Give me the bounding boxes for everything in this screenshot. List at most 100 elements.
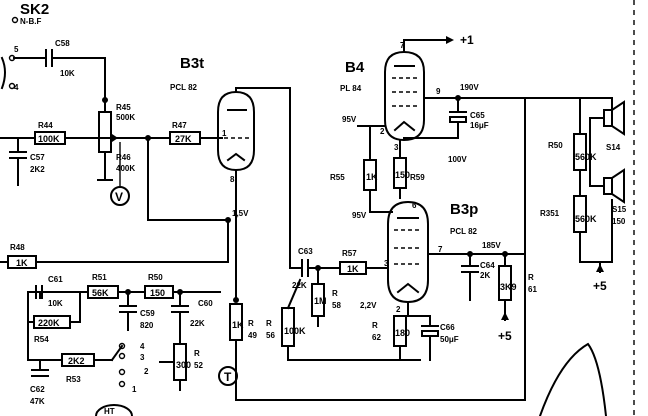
r46-name: R46 xyxy=(116,153,131,162)
r61-value: 3K9 xyxy=(500,282,517,292)
junction-dot xyxy=(233,297,239,303)
c60-name: C60 xyxy=(198,299,213,308)
resistor-r55: 95V 1K R55 xyxy=(330,115,386,213)
r50a-name: R50 xyxy=(148,273,163,282)
capacitor-c57: C57 2K2 xyxy=(9,137,45,186)
r61-name: R xyxy=(528,273,534,282)
c57-value: 2K2 xyxy=(30,165,45,174)
resistor-r54: 220K R54 xyxy=(27,291,81,344)
r57-name: R57 xyxy=(342,249,357,258)
arrow-head xyxy=(596,264,604,272)
marker-v: V xyxy=(110,142,130,206)
r51-name: R51 xyxy=(92,273,107,282)
speaker-s14: S14 xyxy=(603,97,625,152)
b3p-pin2: 2 xyxy=(396,305,401,314)
speaker-s14-magnet xyxy=(603,109,613,127)
capacitor-c60: C60 22K xyxy=(171,291,213,341)
voltage-95v-a: 95V xyxy=(342,115,357,124)
b4-pin3: 3 xyxy=(394,143,399,152)
marker-v-label: V xyxy=(115,190,123,204)
b3p-envelope xyxy=(387,200,429,304)
speaker-s15-ohms: 150 xyxy=(612,217,626,226)
r351-value: 560K xyxy=(575,214,597,224)
sk2-pin4-terminal xyxy=(8,82,16,90)
r52-num: 52 xyxy=(194,361,203,370)
r58-num: 58 xyxy=(332,301,341,310)
switch-label-4: 4 xyxy=(140,342,145,351)
voltage-190v: 190V xyxy=(460,83,479,92)
b3p-cathode xyxy=(396,282,420,294)
r56-name: R xyxy=(266,319,272,328)
c62-value: 47K xyxy=(30,397,45,406)
r50a-body xyxy=(144,285,174,299)
resistor-r62: 180 R 62 xyxy=(372,301,431,361)
marker-ht-label: HT xyxy=(104,407,115,416)
r52-name: R xyxy=(194,349,200,358)
selector-switch: 4 3 2 1 xyxy=(110,342,149,394)
b3p-type: PCL 82 xyxy=(450,227,478,236)
b3t-name: B3t xyxy=(180,55,204,72)
resistor-r52: 300 R 52 xyxy=(159,339,203,391)
c59-value: 820 xyxy=(140,321,154,330)
r50b-name: R50 xyxy=(548,141,563,150)
r45-value: 500K xyxy=(116,113,135,122)
tube-b3t: B3t PCL 82 1 8 1,5V xyxy=(170,55,291,301)
b4-pin2: 2 xyxy=(380,127,385,136)
c63-value: 22K xyxy=(292,281,307,290)
b3t-type: PCL 82 xyxy=(170,83,198,92)
switch-lever xyxy=(110,344,124,362)
resistor-r61: 3K9 R 61 +5 xyxy=(498,251,537,343)
capacitor-c64: C64 2K xyxy=(461,251,495,301)
b4-type: PL 84 xyxy=(340,84,362,93)
sk2-label: SK2 xyxy=(20,1,49,18)
r54-name: R54 xyxy=(34,335,49,344)
switch-label-2: 2 xyxy=(144,367,149,376)
b4-cathode xyxy=(393,120,416,132)
r48-value: 1K xyxy=(16,258,28,268)
switch-contact-2 xyxy=(118,368,126,376)
marker-ht-circle xyxy=(95,404,133,416)
r58-value: 1M xyxy=(314,296,327,306)
r47-value: 27K xyxy=(175,134,192,144)
r44-name: R44 xyxy=(38,121,53,130)
capacitor-c66: C66 50μF xyxy=(421,315,459,361)
r62-num: 62 xyxy=(372,333,381,342)
sk2-pin4: 4 xyxy=(14,83,19,92)
r49-num: 49 xyxy=(248,331,257,340)
r53-value: 2K2 xyxy=(68,356,85,366)
c66-value: 50μF xyxy=(440,335,459,344)
switch-label-3: 3 xyxy=(140,353,145,362)
r351-name: R351 xyxy=(540,209,560,218)
capacitor-c59: C59 820 xyxy=(119,291,155,331)
capacitor-c63: C63 22K xyxy=(289,247,341,290)
voltage-185v: 185V xyxy=(482,241,501,250)
switch-label-1: 1 xyxy=(132,385,137,394)
b3t-pin8: 8 xyxy=(230,175,235,184)
voltage-95v-b: 95V xyxy=(352,211,367,220)
c59-name: C59 xyxy=(140,309,155,318)
r53-name: R53 xyxy=(66,375,81,384)
c65-name: C65 xyxy=(470,111,485,120)
resistor-r44: 100K R44 xyxy=(0,121,101,145)
speaker-s15-cone xyxy=(610,168,625,204)
b4-pin9: 9 xyxy=(436,87,441,96)
sk2-pin-terminal xyxy=(11,16,19,24)
b3t-cathode xyxy=(226,152,246,162)
speaker-s14-cone xyxy=(610,100,625,136)
tube-b4: B4 PL 84 7 9 2 3 +1 190V xyxy=(340,33,526,152)
r56-value: 100K xyxy=(284,326,306,336)
r50a-value: 150 xyxy=(150,288,165,298)
r62-value: 180 xyxy=(395,328,410,338)
b3p-pin6: 6 xyxy=(412,201,417,210)
b3t-envelope xyxy=(217,90,255,172)
resistor-r50b: 560K R50 xyxy=(548,97,597,197)
speaker-s14-label: S14 xyxy=(606,143,621,152)
switch-contact-3 xyxy=(118,352,126,360)
c64-name: C64 xyxy=(480,261,495,270)
voltage-2-2v: 2,2V xyxy=(360,301,377,310)
resistor-r50a: 150 R50 xyxy=(144,273,174,299)
capacitor-c65: C65 16μF 100V xyxy=(403,95,489,164)
switch-contact-4 xyxy=(118,342,126,350)
